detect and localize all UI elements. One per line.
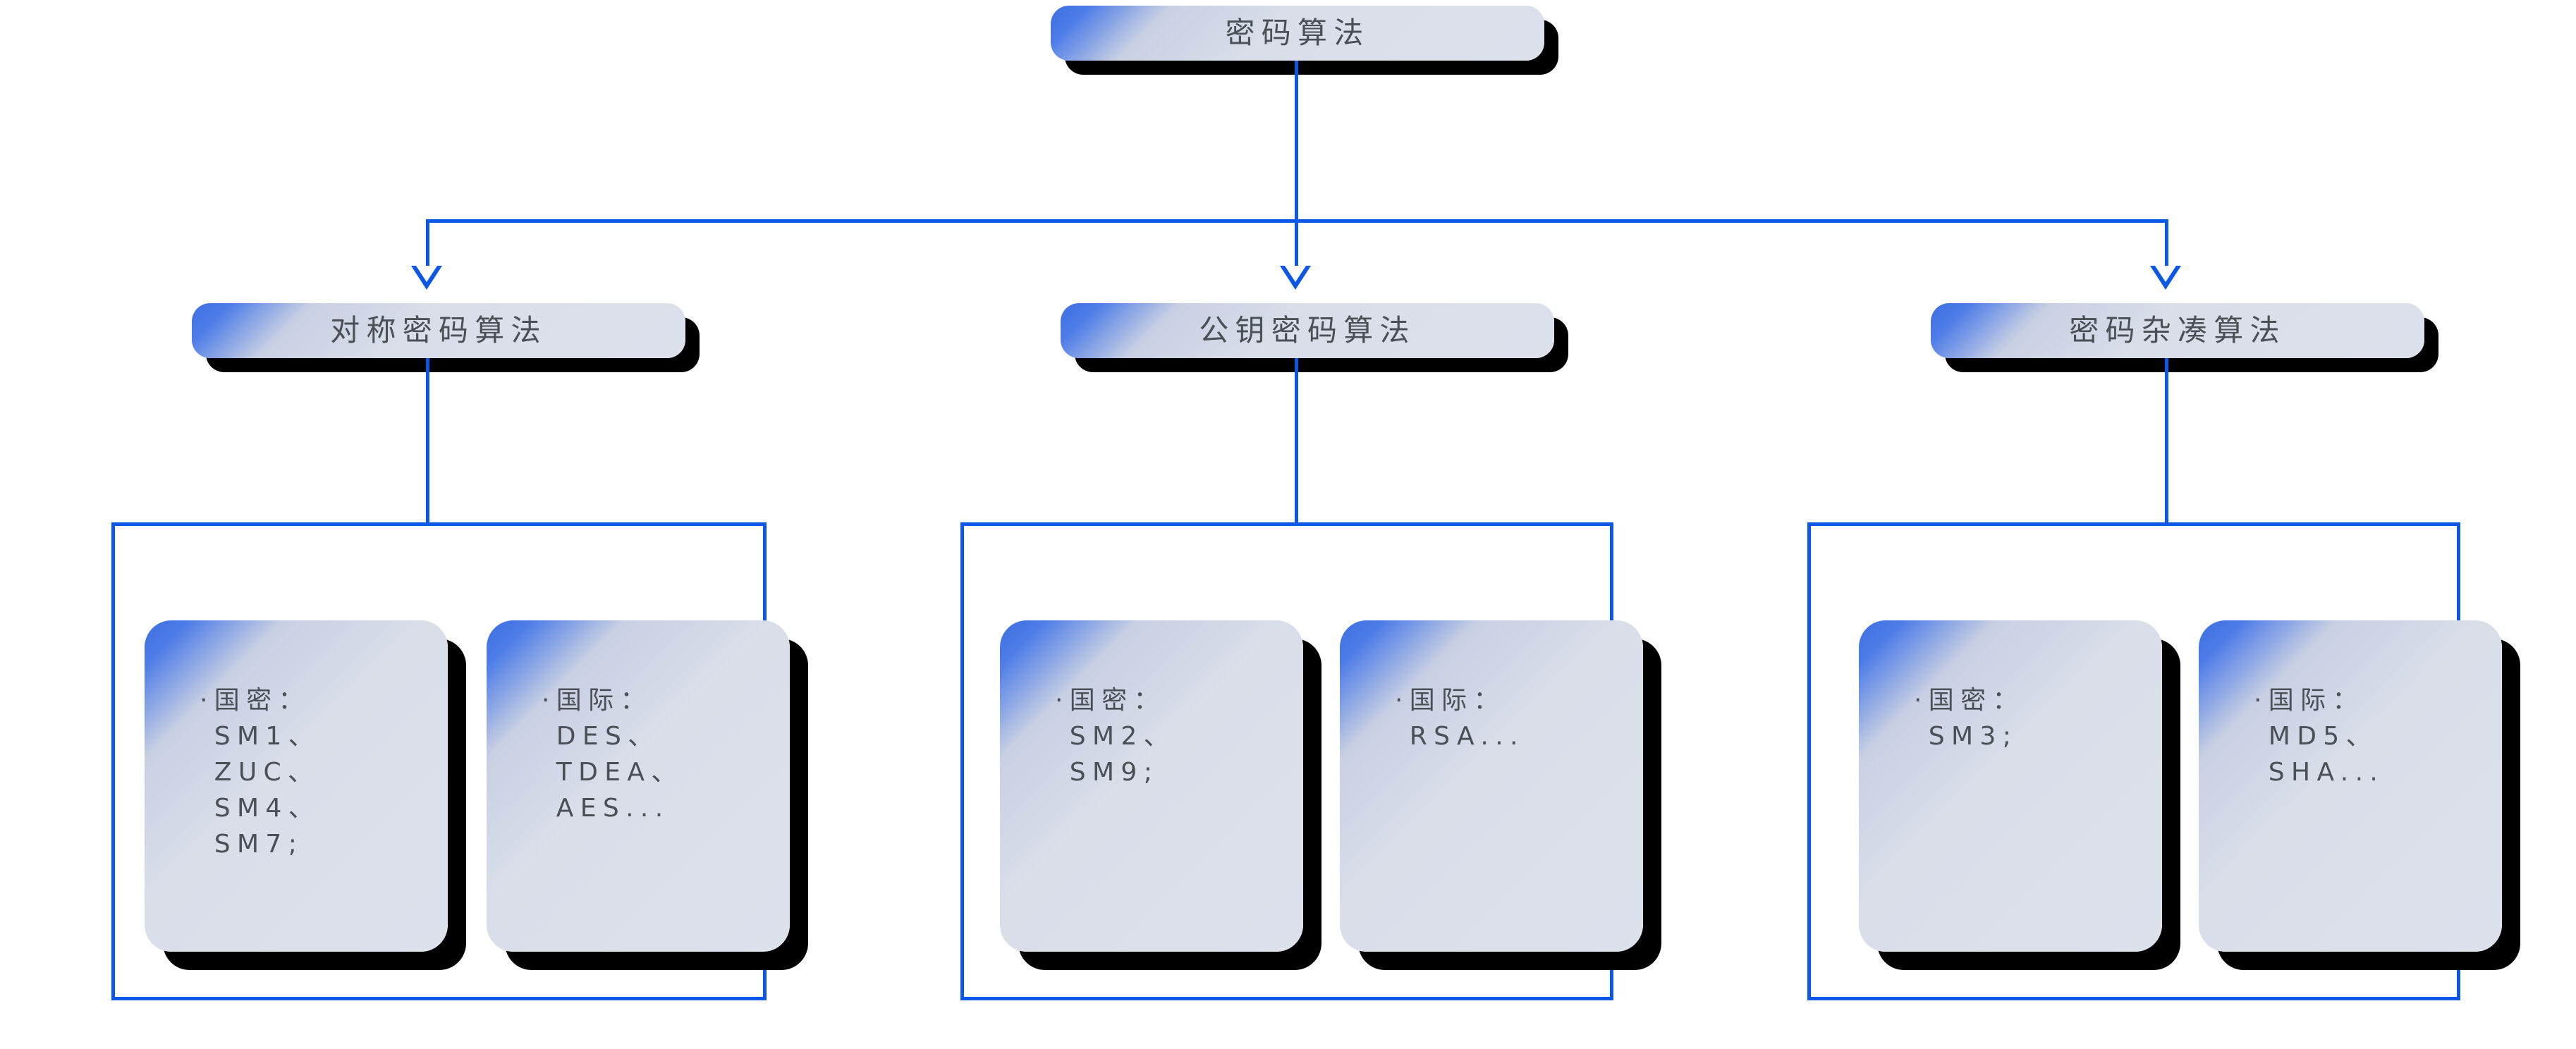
leaf-card-1-2-label: ·国际： DES、 TDEA、 AES...	[542, 686, 683, 823]
node-root-label: 密码算法	[1225, 16, 1370, 49]
leaf-card-3-1-label: ·国密： SM3;	[1914, 686, 2025, 752]
connector-branch-3-to-group	[2165, 358, 2168, 524]
leaf-card-2-2-label: ·国际： RSA...	[1395, 686, 1525, 752]
arrow-branch-3-icon	[2150, 266, 2181, 290]
leaf-card-1-2[interactable]: ·国际： DES、 TDEA、 AES...	[487, 620, 790, 952]
connector-branch-1-drop	[426, 219, 429, 267]
node-branch-3[interactable]: 密码杂凑算法	[1931, 303, 2424, 358]
arrow-branch-1-icon	[411, 266, 442, 290]
node-root[interactable]: 密码算法	[1051, 6, 1544, 61]
connector-branch-3-drop	[2165, 219, 2168, 267]
leaf-card-3-2-label: ·国际： MD5、 SHA...	[2254, 686, 2385, 787]
connector-root-stem	[1295, 61, 1298, 221]
leaf-card-2-2[interactable]: ·国际： RSA...	[1340, 620, 1643, 952]
leaf-card-3-1[interactable]: ·国密： SM3;	[1859, 620, 2162, 952]
leaf-card-2-1-label: ·国密： SM2、 SM9;	[1055, 686, 1176, 787]
leaf-card-1-1[interactable]: ·国密： SM1、 ZUC、 SM4、 SM7;	[145, 620, 448, 952]
node-branch-1-label: 对称密码算法	[330, 313, 547, 347]
arrow-branch-2-icon	[1280, 266, 1311, 290]
node-branch-1[interactable]: 对称密码算法	[192, 303, 685, 358]
leaf-card-2-1[interactable]: ·国密： SM2、 SM9;	[1000, 620, 1303, 952]
leaf-card-3-2[interactable]: ·国际： MD5、 SHA...	[2199, 620, 2502, 952]
leaf-card-1-1-label: ·国密： SM1、 ZUC、 SM4、 SM7;	[200, 686, 321, 859]
connector-branch-1-to-group	[426, 358, 429, 524]
connector-branch-2-to-group	[1295, 358, 1298, 524]
node-branch-3-label: 密码杂凑算法	[2069, 313, 2286, 347]
node-branch-2-label: 公钥密码算法	[1199, 313, 1416, 347]
node-branch-2[interactable]: 公钥密码算法	[1061, 303, 1554, 358]
connector-branch-2-drop	[1295, 219, 1298, 267]
